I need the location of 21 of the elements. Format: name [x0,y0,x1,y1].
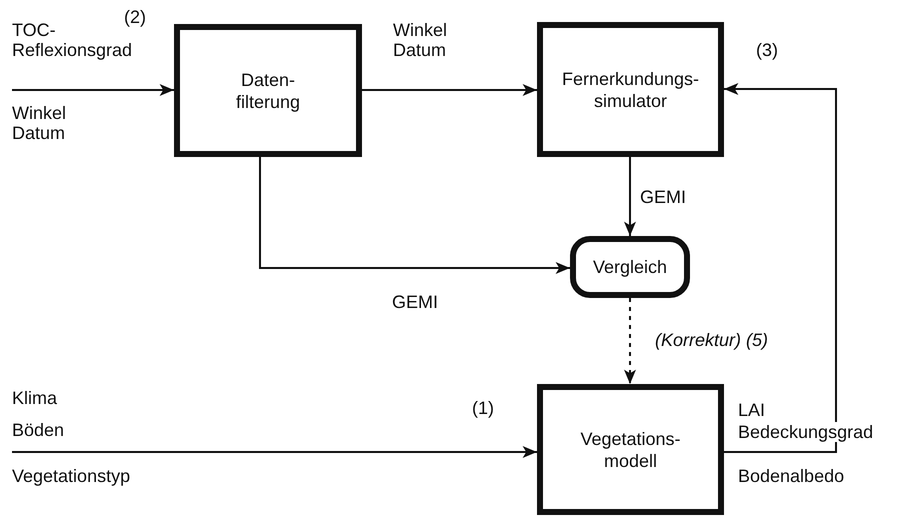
input-label: Winkel Datum [12,103,66,143]
input-label: Böden [12,420,64,440]
arrow [724,83,837,453]
process-box: Daten- filterung [174,24,362,157]
arrow [259,157,570,274]
input-label: Klima [12,388,58,408]
comparison-box: Vergleich [570,236,690,298]
output-label: Bedeckungsgrad [738,422,874,442]
arrow [12,84,174,96]
arrow [362,84,537,96]
dashed-arrow [624,298,636,384]
arrow [12,446,537,458]
step-number: (1) [472,398,494,418]
output-label: Bodenalbedo [738,466,844,486]
output-label: LAI [738,400,766,420]
arrow [624,157,636,236]
process-box: Vegetations- modell [537,384,724,515]
input-label: Vegetationstyp [12,466,130,486]
process-box: Fernerkundungs- simulator [537,22,724,157]
edge-label: (Korrektur) (5) [655,330,768,350]
step-number: (3) [756,40,778,60]
